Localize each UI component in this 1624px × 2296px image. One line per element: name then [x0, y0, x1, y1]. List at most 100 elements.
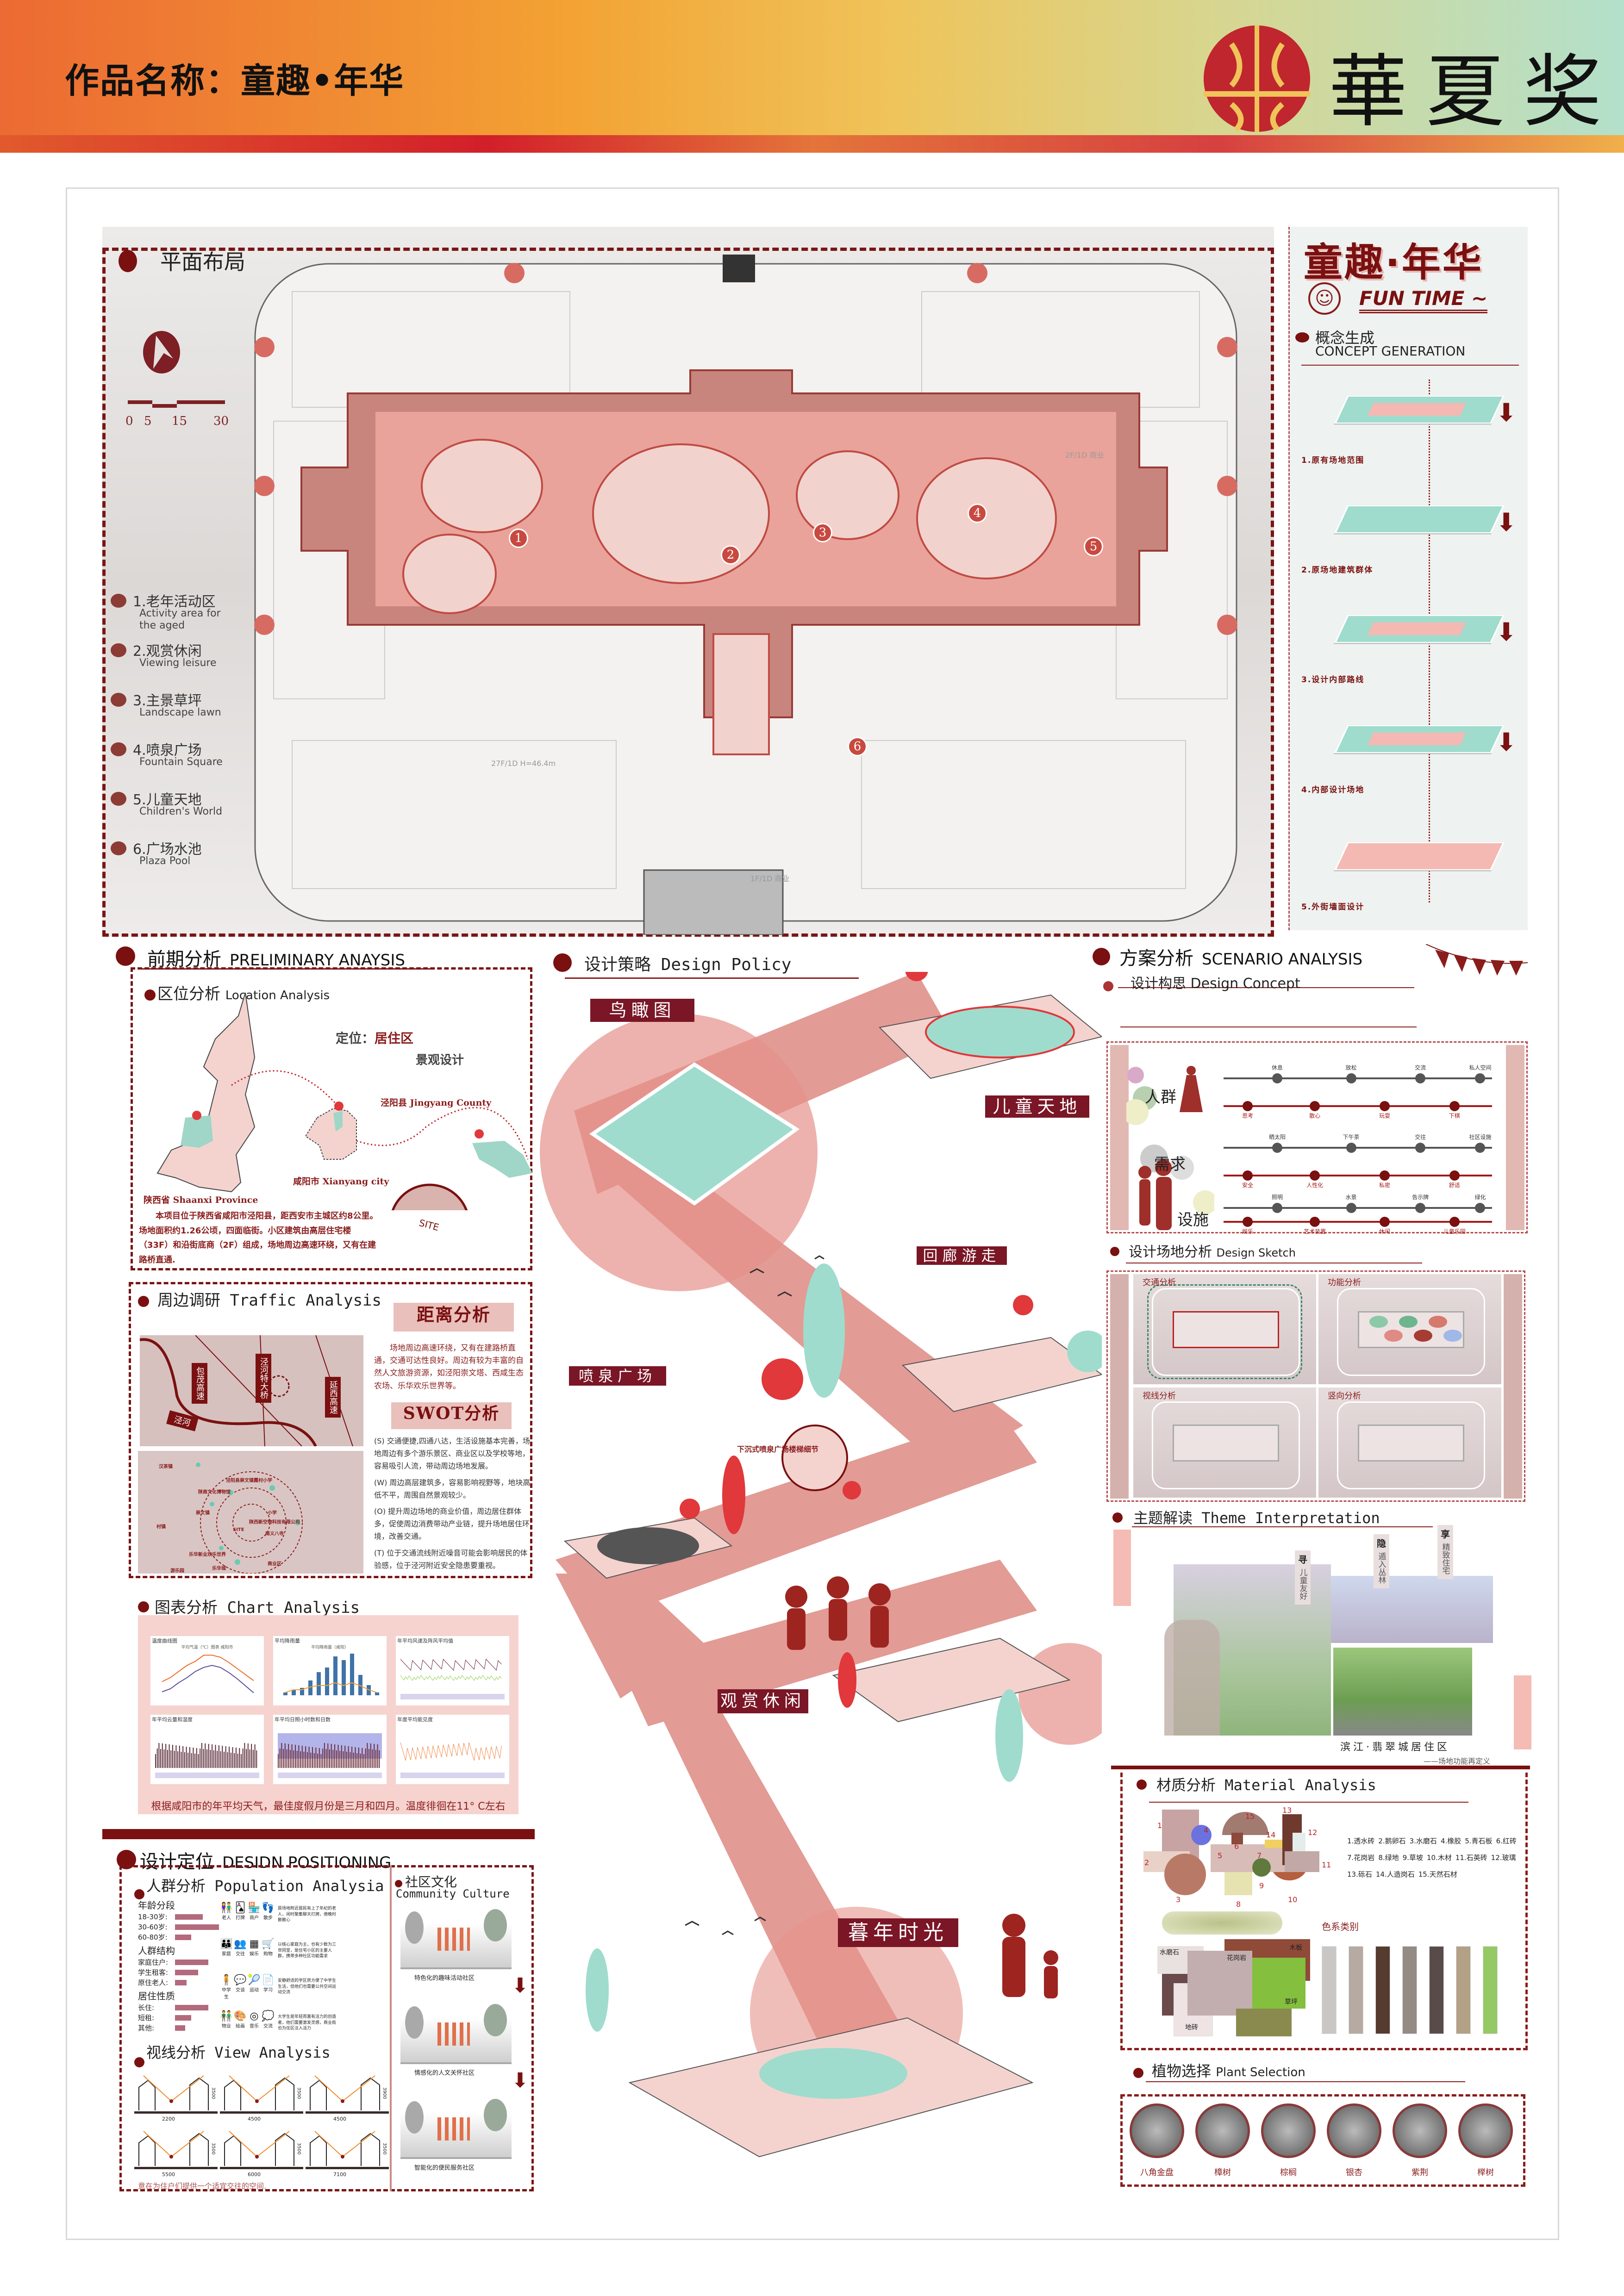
theme-photo-child	[1333, 1648, 1472, 1736]
poi-label: 泾阳县崇文镇霞村小学	[226, 1478, 272, 1483]
population-bar	[175, 2025, 185, 2031]
award-name: 華夏奖	[1329, 46, 1621, 138]
down-arrow-icon: ⬇	[512, 2069, 529, 2092]
poster-frame	[66, 187, 1559, 2240]
concept-node-icon	[1415, 1203, 1426, 1213]
swot-item: (S) 交通便捷,四通八达，生活设施基本完善，场地周边有多个游乐景区、商业区以及…	[374, 1437, 530, 1471]
population-bar	[175, 2015, 191, 2021]
bar-group-title: 居住性质	[138, 1991, 175, 2002]
zone-marker: 2	[721, 545, 740, 565]
community-scene	[400, 1999, 512, 2064]
population-bar	[175, 1980, 187, 1985]
category-label: 需求	[1154, 1155, 1186, 1174]
population-bar	[175, 1970, 198, 1975]
concept-node-icon	[1380, 1217, 1390, 1227]
theme-photo-forest	[1331, 1576, 1493, 1643]
打牌-icon: 🂡	[235, 1902, 246, 1914]
sketch-map: 视线分析	[1133, 1388, 1316, 1498]
community-title-en: Community Culture	[396, 1887, 510, 1900]
chart-subtitle: 平均气温（℃）图表 咸阳市	[181, 1645, 233, 1650]
mini-chart	[162, 1655, 254, 1693]
section-dot-icon	[134, 1889, 144, 1899]
mini-chart	[400, 1742, 505, 1778]
position-key: 定位：	[336, 1031, 375, 1046]
heading-cn: 设计构思	[1131, 976, 1186, 992]
swot-item: (T) 位于交通流线附近噪音可能会影响居民的体验感，位于泾河附近安全隐患要重视。	[374, 1548, 528, 1570]
layer-path	[1367, 732, 1466, 746]
concept-node-icon	[1415, 1073, 1426, 1083]
heading-cn: 人群分析	[146, 1877, 206, 1895]
activity-icon-item: 🧍中学生	[220, 1974, 233, 2000]
concept-node-label: 社区设施	[1469, 1134, 1492, 1140]
legend-dot-icon	[111, 792, 126, 806]
traffic-map-roads: 包茂高速 泾河特大桥 延西高速 泾河	[139, 1335, 363, 1447]
activity-icon-item: 🎾运动	[248, 1974, 261, 1993]
chart-card: 平均降雨量平均降雨量（咸阳）	[273, 1636, 387, 1705]
map-plaza	[1173, 1425, 1279, 1462]
section-dot-icon	[1133, 2068, 1143, 2078]
theme-caption: 滨江·翡翠城居住区	[1340, 1742, 1450, 1753]
plant-photo-icon	[1130, 2103, 1184, 2158]
section-dot-icon	[119, 250, 137, 272]
people-silhouette-icon	[1126, 1066, 1214, 1230]
concept-node-icon	[1272, 1203, 1282, 1213]
xianyang-map	[305, 1108, 357, 1160]
heading-en: Material Analysis	[1224, 1776, 1376, 1794]
mini-chart	[155, 1743, 259, 1778]
zone-marker: 6	[848, 737, 867, 756]
activity-icon-item: 👥交往	[234, 1938, 247, 1957]
section-dot-icon	[138, 1296, 149, 1307]
road-label: 延西高速	[325, 1377, 341, 1418]
concept-node-label: 休闲	[1379, 1228, 1390, 1235]
heading-en: Design Sketch	[1216, 1246, 1296, 1259]
concept-line	[1224, 1077, 1492, 1079]
svg-text:11: 11	[1322, 1860, 1331, 1869]
city-label: 咸阳市 Xianyang city	[293, 1176, 389, 1187]
tree-icon	[484, 1909, 507, 1941]
layer-path	[1367, 622, 1466, 635]
heading-cn: 前期分析	[147, 949, 221, 970]
swatch-label: 地砖	[1185, 2024, 1198, 2031]
legend-label-en: Activity area for the aged	[139, 608, 221, 632]
color-palette	[1322, 1946, 1516, 2034]
heading-en: Chart Analysis	[227, 1599, 360, 1617]
tree-icon	[484, 2004, 507, 2036]
traffic-map-poi: 汉茶镇泾阳县崇文镇霞村小学陕商文化博物馆崇文镇村镇小学陕西新空物科技有限公司南义…	[138, 1451, 363, 1574]
activity-icon-item: ▦娱乐	[248, 1938, 261, 1957]
activity-icon-item: 📄学习	[262, 1974, 275, 1993]
concept-node-icon	[1310, 1101, 1320, 1111]
concept-node-label: 散心	[1309, 1113, 1321, 1119]
aerial-site-model	[589, 1062, 800, 1206]
svg-text:10: 10	[1288, 1895, 1297, 1904]
concept-node-label: 安全	[1242, 1182, 1254, 1188]
category-label: 人群	[1145, 1088, 1176, 1107]
heading-cn: 设计场地分析	[1129, 1244, 1212, 1260]
swot-title: SWOT分析	[391, 1402, 512, 1429]
concept-node-label: 艺术装置	[1304, 1228, 1326, 1235]
material-legend-item: 11.石英砖	[1455, 1854, 1487, 1862]
poi-label: 乐华城	[212, 1566, 226, 1571]
swot-item: (W) 周边高层建筑多，容易影响视野等，地块高低不平，周围自然景观较少。	[374, 1478, 531, 1500]
poi-label: 游乐园	[170, 1568, 184, 1574]
label-viewing: 观赏休闲	[718, 1689, 808, 1713]
legend-label-en: Children's World	[139, 806, 223, 817]
concept-node-icon	[1272, 1073, 1282, 1083]
heading-cn: 设计定位	[140, 1851, 214, 1873]
concept-node-label: 舒适	[1449, 1182, 1460, 1188]
legend-label-en: Landscape lawn	[139, 707, 221, 718]
scene-caption: 特色化的趣味活动社区	[414, 1975, 475, 1982]
community-title-cn: 社区文化	[405, 1874, 457, 1890]
community-scene	[400, 2094, 512, 2159]
concept-title-en: CONCEPT GENERATION	[1315, 343, 1466, 359]
concept-node-icon	[1475, 1143, 1486, 1153]
bar-label: 原住老人:	[138, 1979, 169, 1987]
plant-box: 八角金盘樟树棕榈银杏紫荆榉树	[1120, 2094, 1525, 2187]
map-plaza	[1358, 1425, 1464, 1462]
学习-icon: 📄	[262, 1974, 275, 1986]
building-label: 1F/1D 商业	[750, 874, 790, 883]
plant-name: 紫荆	[1412, 2168, 1428, 2178]
